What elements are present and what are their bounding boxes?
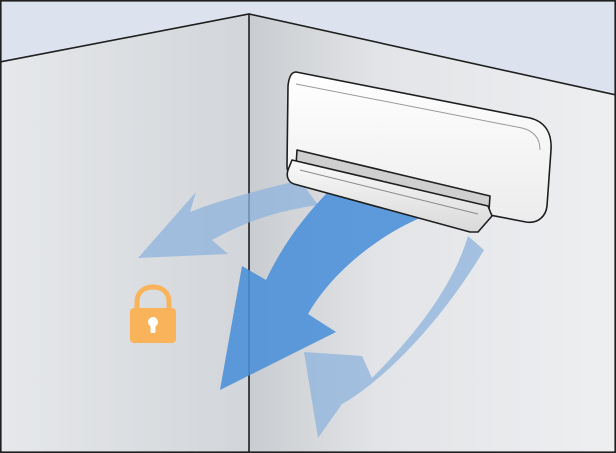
room-edges (0, 13, 616, 453)
airflow-arrow-left (138, 180, 318, 258)
ceiling (0, 0, 616, 95)
air-conditioner-icon (286, 71, 552, 233)
airflow-arrow-down (220, 190, 420, 390)
left-wall (0, 14, 249, 453)
airflow-arrow-down-right (304, 236, 484, 438)
lock-icon (130, 284, 176, 343)
ac-louver (286, 159, 493, 233)
